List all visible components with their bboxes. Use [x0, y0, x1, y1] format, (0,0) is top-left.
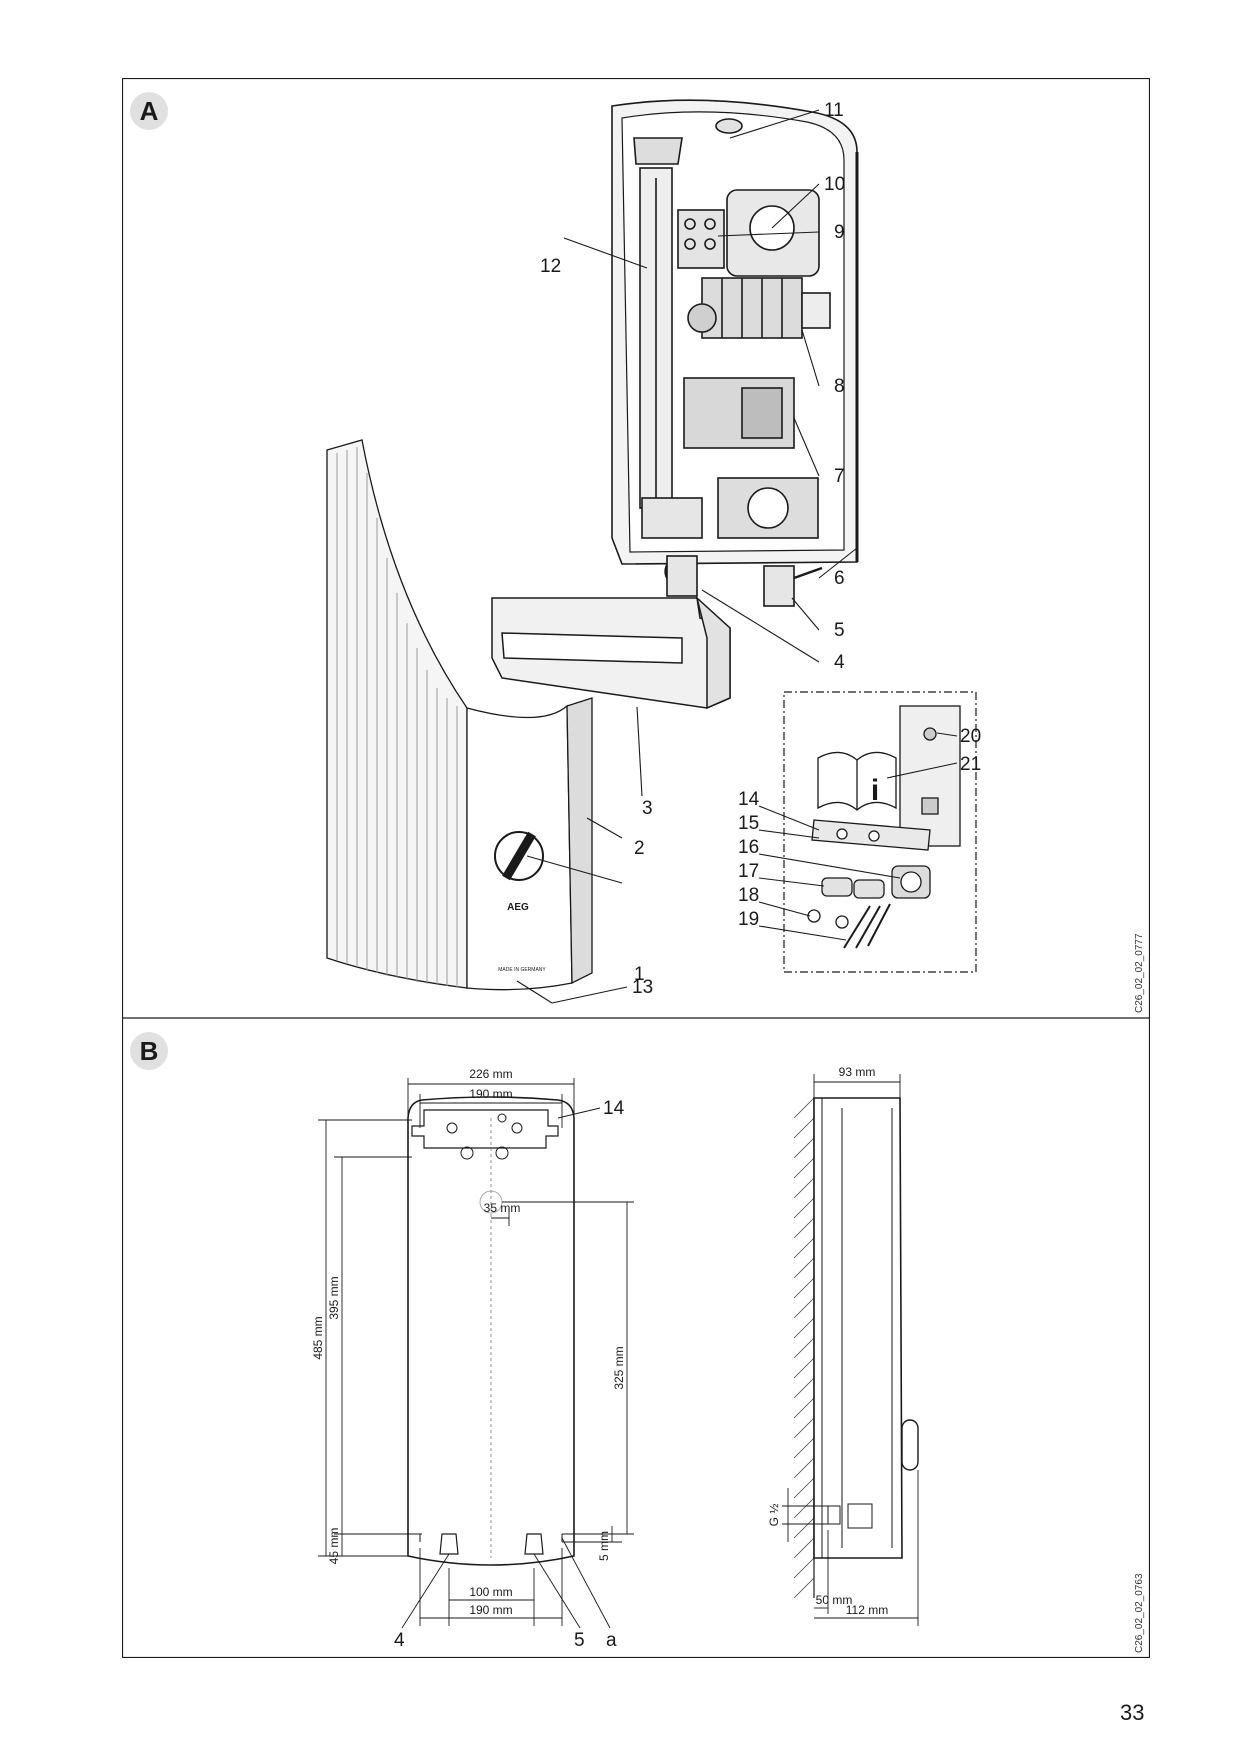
panel-a-leaders	[516, 109, 958, 1004]
callout-1: 1	[634, 964, 645, 985]
callout-6: 6	[834, 568, 845, 589]
callout-10: 10	[824, 174, 845, 195]
callout-7: 7	[834, 466, 845, 487]
callout-15: 15	[738, 813, 759, 834]
callout-9: 9	[834, 222, 845, 243]
callout-12: 12	[540, 256, 561, 277]
side-view	[793, 1097, 919, 1599]
callout-20: 20	[960, 726, 981, 747]
panel-a-callouts: 1 2 3 4 5 6 7 8 9 10 11 12 13 14 15 16 1…	[540, 100, 981, 998]
dim-bottom-offset: 45 mm	[327, 1528, 341, 1565]
front-dimension-lines	[318, 1078, 634, 1629]
panel-b-code: C26_02_02_0763	[1134, 1573, 1145, 1653]
callout-b-a: a	[606, 1630, 617, 1651]
callout-b-4: 4	[394, 1630, 405, 1651]
dim-width-bracket: 190 mm	[469, 1087, 512, 1101]
brand-logo: AEG	[507, 902, 529, 913]
callout-4: 4	[834, 652, 845, 673]
dim-side-total: 112 mm	[846, 1603, 888, 1617]
dim-offset-center: 35 mm	[484, 1201, 521, 1215]
callout-5: 5	[834, 620, 845, 641]
dim-thread: G ½	[767, 1504, 781, 1527]
front-dimension-labels: 226 mm 190 mm 485 mm 395 mm 325 mm 35 mm…	[311, 1067, 626, 1651]
side-dimension-labels: 93 mm G ½ 50 mm 112 mm	[767, 1065, 888, 1617]
dim-pipe-spacing: 100 mm	[469, 1585, 512, 1599]
callout-b-14: 14	[603, 1098, 625, 1119]
panel-a: A C26_02_02_0777	[130, 92, 1145, 1013]
accessory-box	[783, 691, 977, 973]
dim-depth: 93 mm	[839, 1065, 876, 1079]
panel-a-code: C26_02_02_0777	[1134, 933, 1145, 1013]
bottom-part	[491, 595, 731, 710]
callout-18: 18	[738, 885, 759, 906]
panel-b: B C26_02_02_0763	[130, 1032, 1145, 1653]
callout-16: 16	[738, 837, 759, 858]
page-number: 33	[1120, 1700, 1145, 1725]
callout-21: 21	[960, 754, 981, 775]
dim-width-total: 226 mm	[469, 1067, 512, 1081]
dim-height-bracket: 395 mm	[327, 1276, 341, 1319]
callout-2: 2	[634, 838, 645, 859]
front-cover: AEG MADE IN GERMANY	[326, 439, 593, 991]
callout-8: 8	[834, 376, 845, 397]
callout-19: 19	[738, 909, 759, 930]
dim-pipe-outer: 190 mm	[469, 1603, 512, 1617]
panel-a-letter: A	[140, 96, 159, 126]
callout-13: 13	[632, 977, 653, 998]
callout-17: 17	[738, 861, 759, 882]
side-dimension-lines	[782, 1074, 919, 1626]
info-glyph: i	[871, 774, 879, 807]
callout-3: 3	[642, 798, 653, 819]
figure-frame: A C26_02_02_0777	[122, 78, 1150, 1658]
callout-14: 14	[738, 789, 760, 810]
accessory-items: i	[807, 705, 961, 949]
callout-b-5: 5	[574, 1630, 585, 1651]
panel-b-letter: B	[140, 1036, 159, 1066]
dim-height-connection: 325 mm	[612, 1346, 626, 1389]
manual-icon: i	[817, 751, 897, 811]
front-view	[407, 1096, 575, 1566]
dim-pipe-offset: 5 mm	[597, 1531, 611, 1561]
heater-open-unit	[611, 99, 859, 607]
dim-height-total: 485 mm	[311, 1316, 325, 1359]
dim-side-pipe: 50 mm	[816, 1593, 853, 1607]
callout-11: 11	[824, 100, 844, 121]
made-in-label: MADE IN GERMANY	[498, 967, 546, 973]
